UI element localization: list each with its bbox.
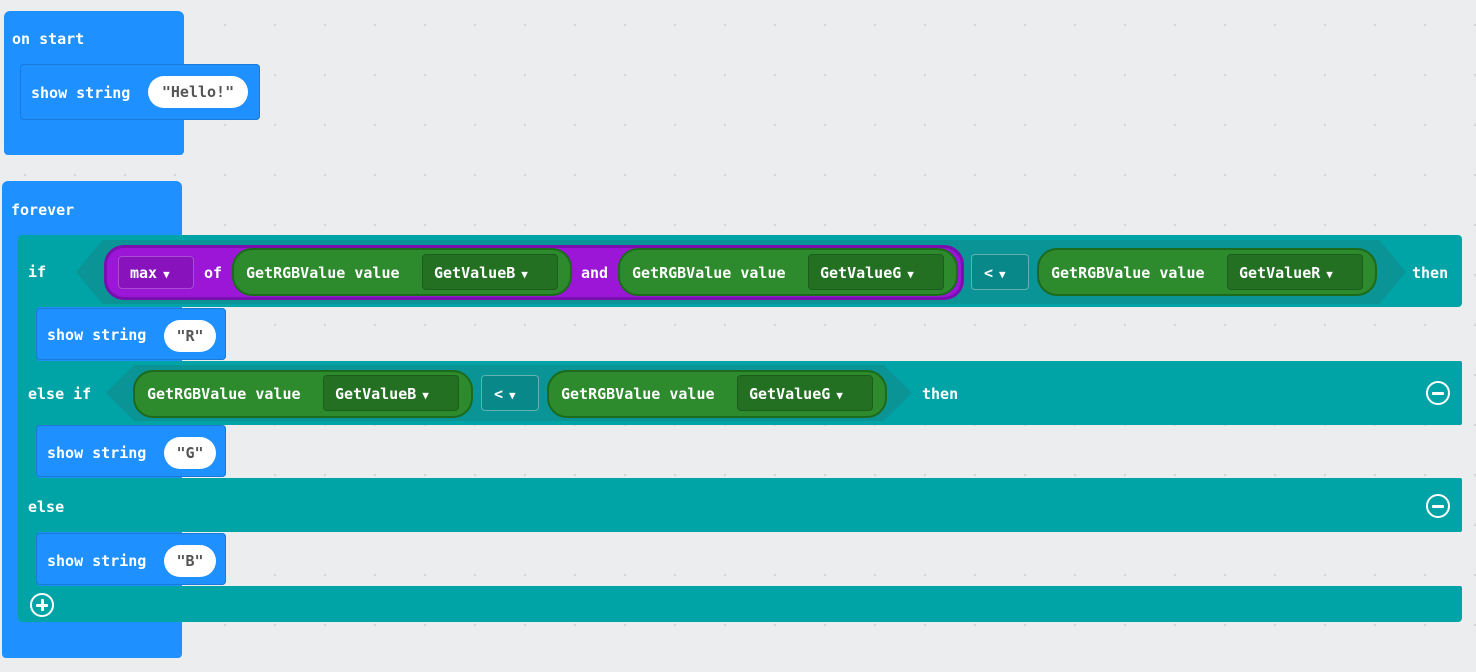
- else-label: else: [28, 498, 65, 516]
- remove-else-if-icon[interactable]: [1426, 381, 1450, 405]
- get-rgb-value-label: GetRGBValue value: [561, 385, 715, 403]
- max-dropdown[interactable]: [118, 256, 194, 289]
- get-value-r-dropdown[interactable]: [1227, 254, 1363, 290]
- show-string-label: show string: [47, 326, 147, 344]
- compare-operator-label: <▼: [494, 385, 516, 403]
- compare-operator-dropdown[interactable]: [971, 254, 1029, 290]
- max-dropdown-label: max▼: [130, 264, 170, 282]
- get-value-b-dropdown-2[interactable]: [323, 375, 459, 411]
- hello-string-field[interactable]: "Hello!": [148, 76, 248, 108]
- else-row[interactable]: [18, 478, 1462, 532]
- get-rgb-value-label: GetRGBValue value: [1051, 264, 1205, 282]
- get-value-b-label: GetValueB▼: [335, 385, 429, 403]
- and-label: and: [581, 264, 609, 282]
- compare-operator-dropdown-2[interactable]: [481, 375, 539, 411]
- add-else-if-icon[interactable]: [30, 593, 54, 617]
- get-value-g-dropdown-2[interactable]: [737, 375, 873, 411]
- remove-else-icon[interactable]: [1426, 494, 1450, 518]
- get-rgb-value-label: GetRGBValue value: [147, 385, 301, 403]
- get-value-r-label: GetValueR▼: [1239, 264, 1333, 282]
- forever-label: forever: [11, 201, 75, 219]
- of-label: of: [204, 264, 223, 282]
- b-string-field[interactable]: "B": [164, 545, 216, 577]
- if-else-left-rail-2: [18, 420, 38, 482]
- if-else-footer: [18, 586, 1462, 622]
- if-else-left-rail-1: [18, 300, 38, 370]
- show-string-label: show string: [47, 444, 147, 462]
- get-value-g-label: GetValueG▼: [820, 264, 914, 282]
- get-value-g-dropdown[interactable]: [808, 254, 944, 290]
- get-rgb-value-label: GetRGBValue value: [632, 264, 786, 282]
- on-start-label: on start: [12, 30, 85, 48]
- r-string-field[interactable]: "R": [164, 320, 216, 352]
- get-value-g-label: GetValueG▼: [749, 385, 843, 403]
- compare-operator-label: <▼: [984, 264, 1006, 282]
- get-value-b-dropdown[interactable]: [422, 254, 558, 290]
- show-string-label: show string: [31, 84, 131, 102]
- then-label-2: then: [922, 385, 959, 403]
- show-string-label: show string: [47, 552, 147, 570]
- if-else-left-rail-3: [18, 528, 38, 590]
- get-rgb-value-label: GetRGBValue value: [246, 264, 400, 282]
- if-label: if: [28, 263, 47, 281]
- else-if-label: else if: [28, 385, 92, 403]
- g-string-field[interactable]: "G": [164, 437, 216, 469]
- then-label: then: [1412, 264, 1449, 282]
- get-value-b-label: GetValueB▼: [434, 264, 528, 282]
